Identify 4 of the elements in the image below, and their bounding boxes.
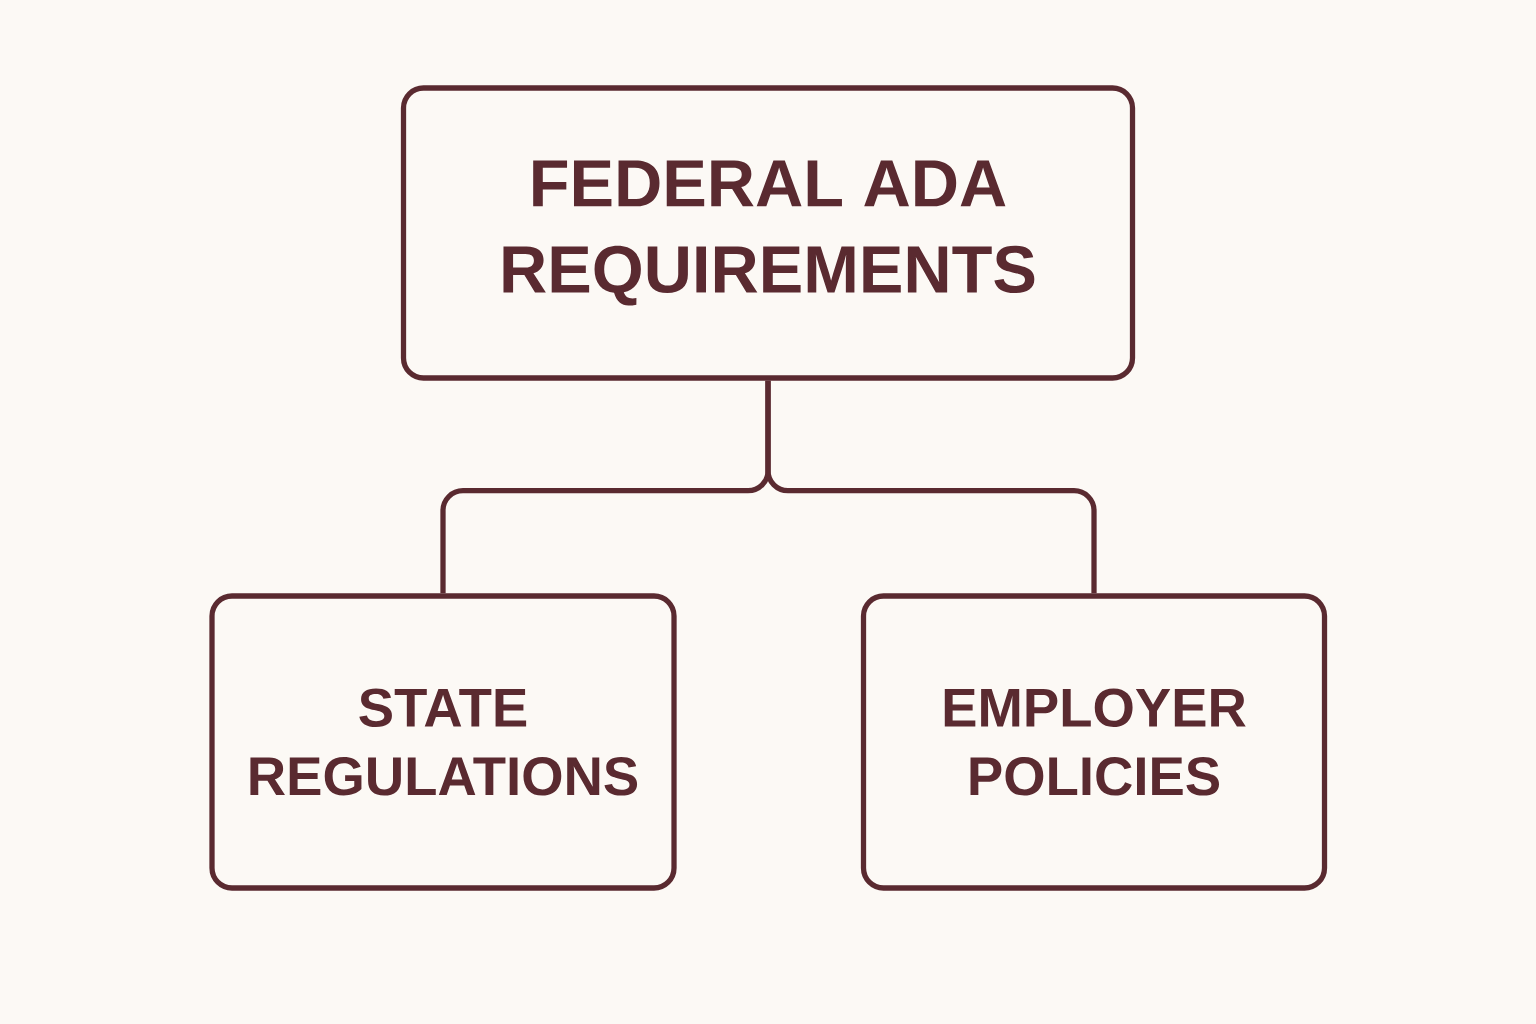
- text-box: EMPLOYER POLICIES: [860, 593, 1328, 891]
- text-box: FEDERAL ADA REQUIREMENTS: [400, 85, 1136, 381]
- text-box: STATE REGULATIONS: [209, 593, 677, 891]
- connector-line: [765, 380, 1097, 594]
